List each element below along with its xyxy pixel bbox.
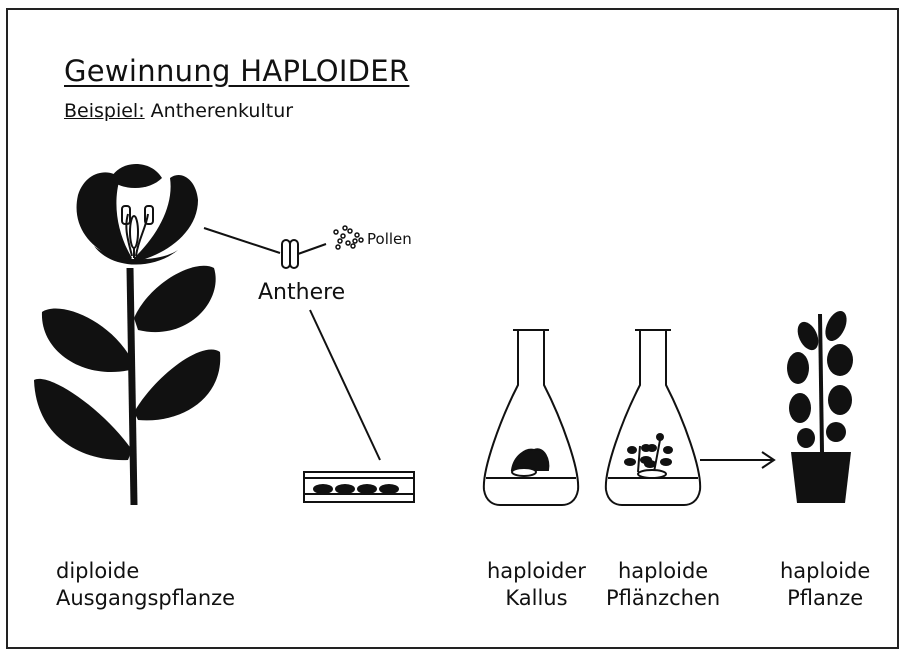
caption-diploid-line1: diploide	[56, 558, 235, 585]
anthere-label: Anthere	[258, 280, 345, 305]
pollen-grains	[334, 226, 363, 249]
anther-shape	[282, 240, 326, 268]
flask-kallus	[484, 330, 578, 505]
caption-plaenzchen-line2: Pflänzchen	[606, 585, 720, 612]
diploid-plant	[34, 164, 220, 505]
culture-dish	[304, 472, 414, 502]
caption-diploid-line2: Ausgangspflanze	[56, 585, 235, 612]
pollen-label: Pollen	[367, 230, 412, 248]
potted-plant	[787, 308, 853, 503]
caption-plaenzchen-line1: haploide	[606, 558, 720, 585]
caption-pflanze-line2: Pflanze	[780, 585, 870, 612]
caption-kallus-line2: Kallus	[487, 585, 586, 612]
anther-dish-line	[310, 310, 380, 460]
caption-diploid: diploide Ausgangspflanze	[56, 558, 235, 612]
flask-plaenzchen	[606, 330, 700, 505]
caption-plaenzchen: haploide Pflänzchen	[606, 558, 720, 612]
caption-kallus: haploider Kallus	[487, 558, 586, 612]
caption-kallus-line1: haploider	[487, 558, 586, 585]
caption-pflanze-line1: haploide	[780, 558, 870, 585]
arrow-to-pot	[700, 452, 774, 468]
caption-pflanze: haploide Pflanze	[780, 558, 870, 612]
flower-anther-line	[204, 228, 280, 253]
